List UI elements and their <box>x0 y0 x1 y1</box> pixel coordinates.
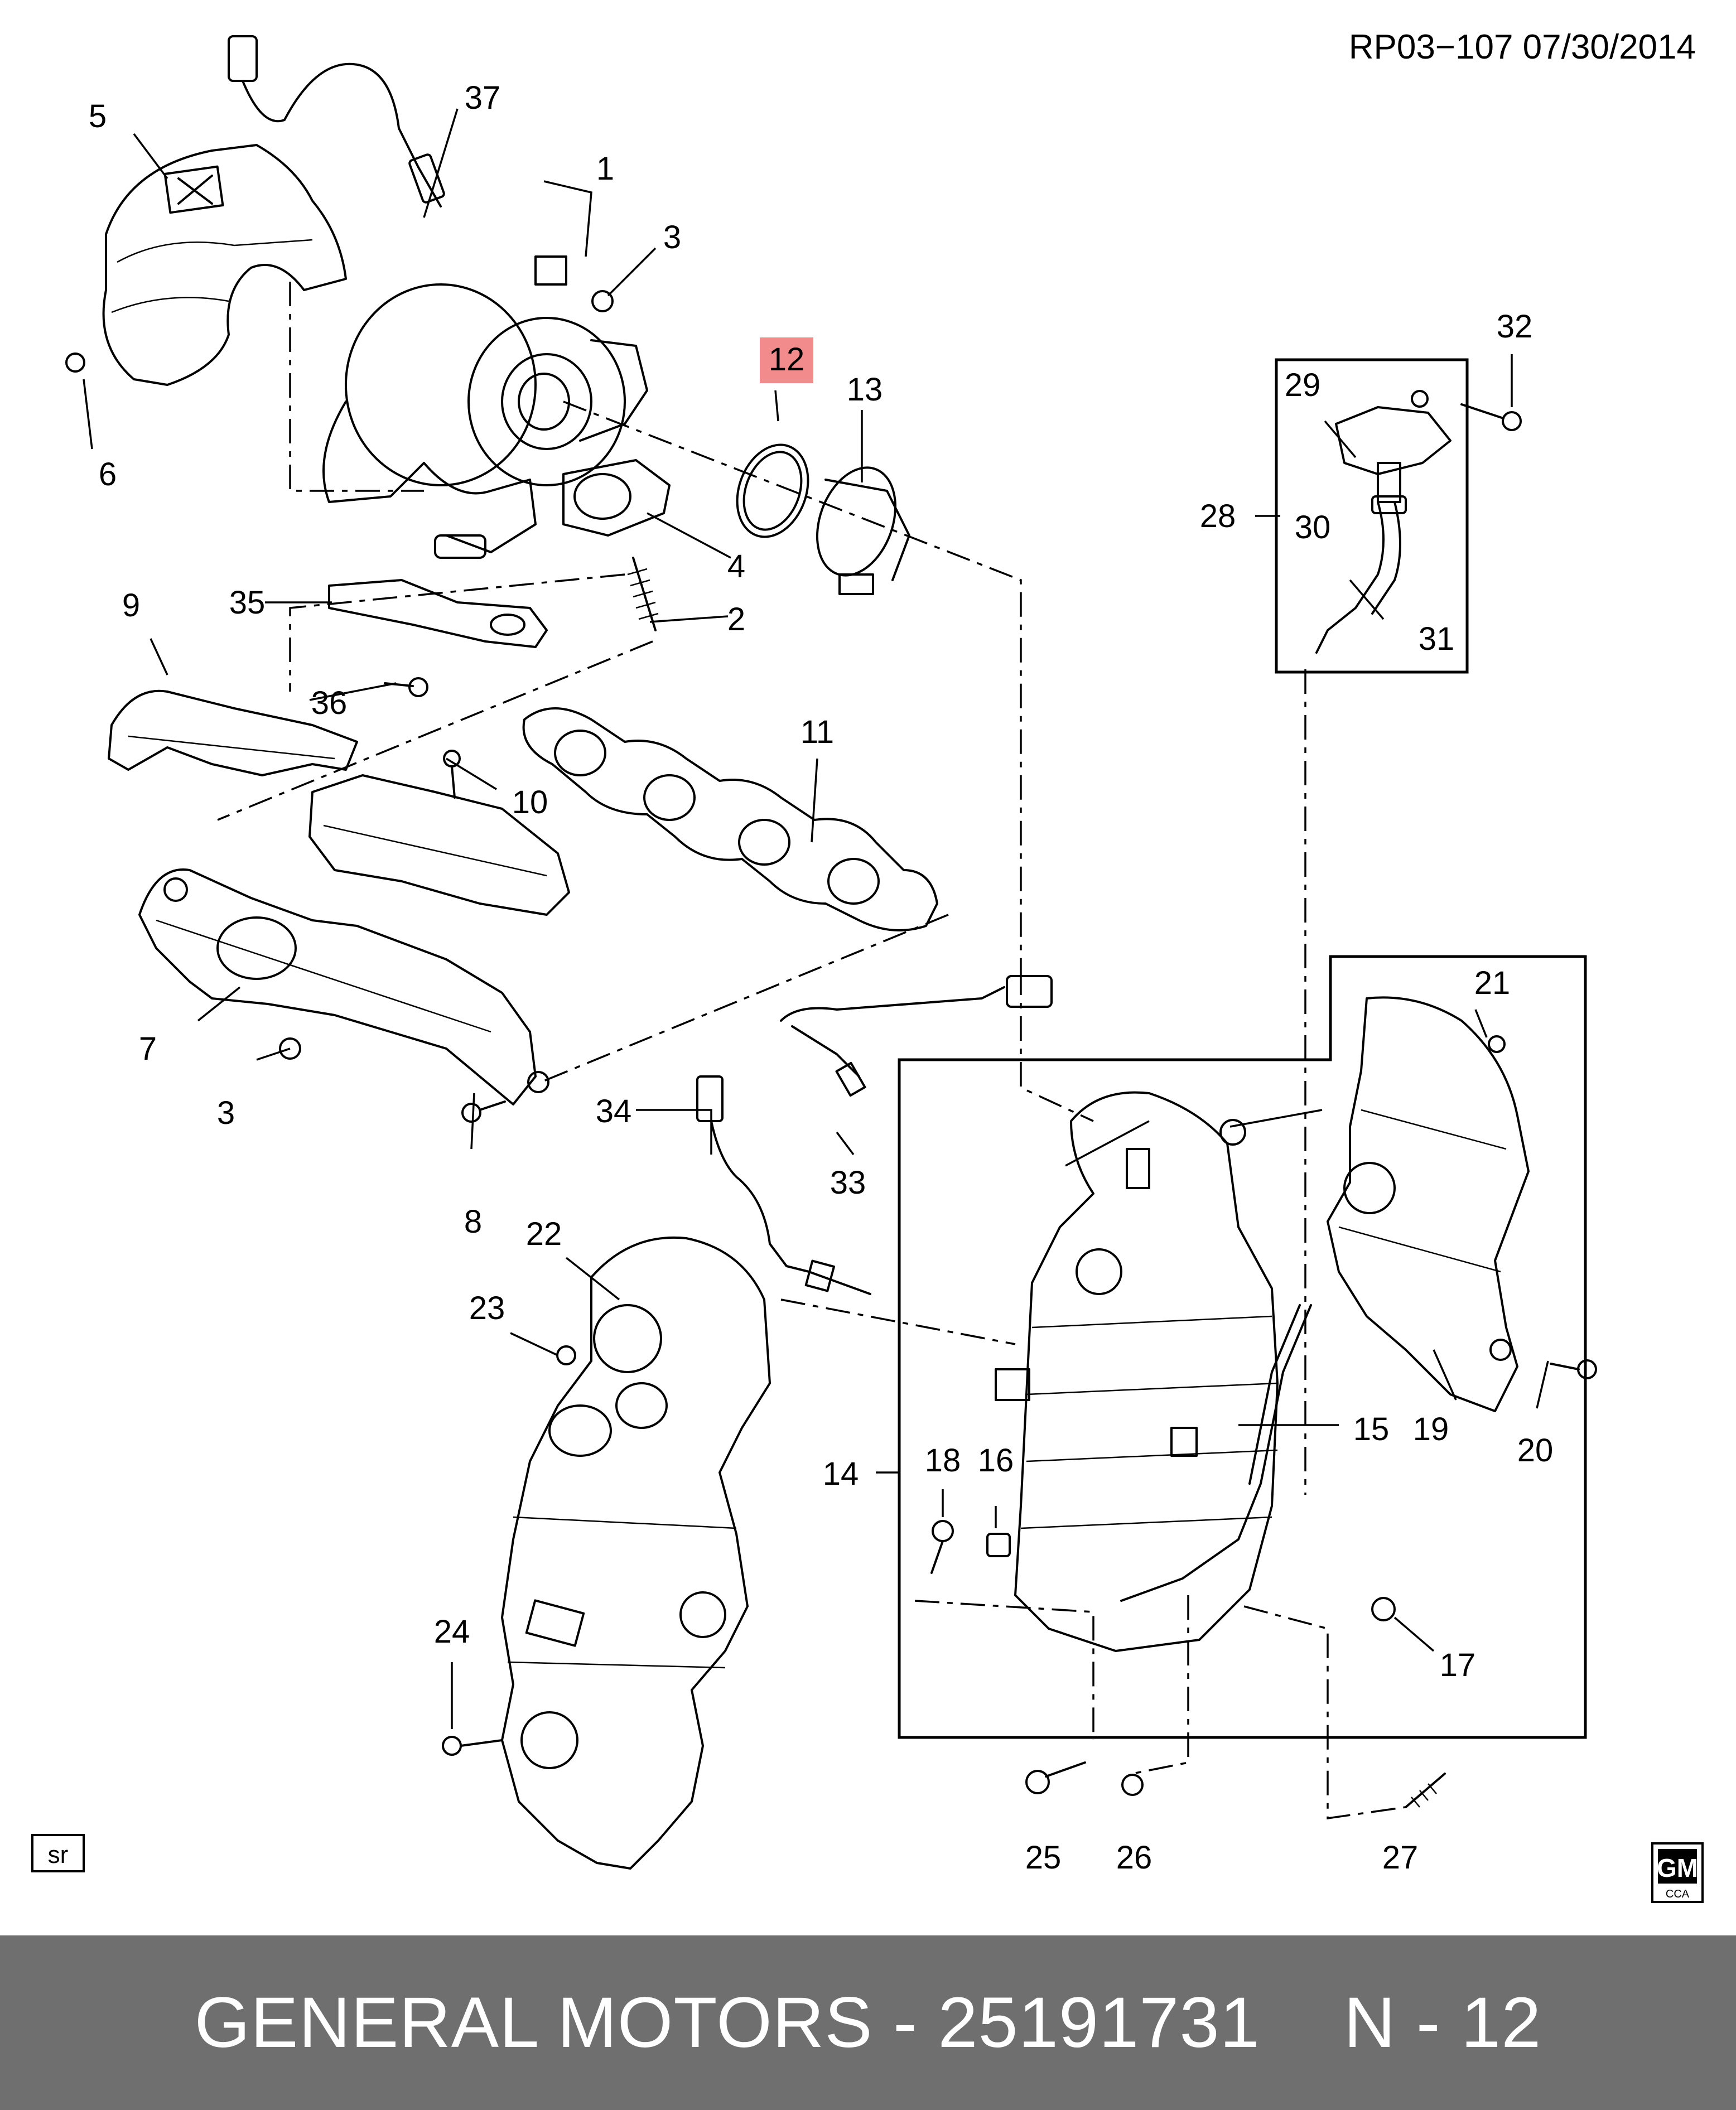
part-seal-ring-12 <box>736 443 809 538</box>
callout-24: 24 <box>434 1614 470 1650</box>
part-bolt-18 <box>930 1520 954 1574</box>
part-manifold-gasket-11 <box>522 707 938 931</box>
part-bolt-8 <box>461 1100 506 1123</box>
callout-32: 32 <box>1497 308 1533 345</box>
footer-text: GENERAL MOTORS - 25191731 N - 12 <box>0 1935 1736 2110</box>
part-turbocharger-1 <box>322 255 648 559</box>
callout-2: 2 <box>727 601 745 638</box>
callout-10: 10 <box>512 784 548 820</box>
assembly-dash-lines <box>217 282 1406 1820</box>
part-heat-shield-5 <box>65 144 347 386</box>
part-clamp-13 <box>816 466 910 595</box>
footer-page-ref: N - 12 <box>1343 1983 1542 2063</box>
callout-12: 12 <box>769 341 805 378</box>
part-nut-17 <box>1371 1597 1396 1621</box>
part-bolt-24 <box>442 1736 503 1756</box>
part-bolt-20 <box>1550 1359 1597 1379</box>
parts-diagram: RP03−107 07/30/2014 <box>31 28 1704 1903</box>
part-oxygen-sensor-37 <box>228 35 445 207</box>
part-bracket-35 <box>328 579 548 648</box>
part-exhaust-manifold-7 <box>138 868 549 1105</box>
callout-23: 23 <box>469 1290 505 1326</box>
callout-25: 25 <box>1025 1839 1062 1876</box>
callout-1: 1 <box>596 151 614 187</box>
callout-3: 3 <box>663 219 681 255</box>
part-pressure-pipe-15 <box>1120 1304 1312 1602</box>
part-heat-shield-22 <box>501 1236 771 1870</box>
callout-34: 34 <box>596 1093 632 1129</box>
callout-22: 22 <box>526 1216 562 1252</box>
callout-27: 27 <box>1382 1839 1419 1876</box>
part-oxygen-sensor-33 <box>780 975 1053 1097</box>
callout-11: 11 <box>801 714 834 750</box>
callout-13: 13 <box>847 371 883 408</box>
callout-28: 28 <box>1200 498 1236 534</box>
part-upper-heat-shield-10 <box>308 750 570 916</box>
part-catalytic-converter-14 <box>995 1091 1279 1652</box>
gm-logo-text: GM <box>1657 1853 1698 1882</box>
callout-15: 15 <box>1353 1411 1390 1447</box>
part-nut-21 <box>1488 1035 1506 1053</box>
part-pressure-sensor-29 <box>1335 390 1452 503</box>
callout-highlight <box>760 337 813 383</box>
callout-37: 37 <box>465 80 501 116</box>
callout-20: 20 <box>1517 1432 1554 1469</box>
part-nut-26 <box>1121 1774 1144 1796</box>
callout-labels: 1 2 3 3 4 5 6 7 8 9 10 11 12 13 14 15 16… <box>89 80 1553 1876</box>
callout-18: 18 <box>925 1442 961 1479</box>
kit-box-28 <box>1275 358 1469 674</box>
diagram-reference: RP03−107 07/30/2014 <box>1349 28 1696 66</box>
part-bolt-36 <box>384 677 428 697</box>
callout-36: 36 <box>311 685 348 721</box>
callout-35: 35 <box>229 585 266 621</box>
callout-3b: 3 <box>217 1095 235 1131</box>
corner-badge-text: sr <box>48 1841 69 1868</box>
callout-16: 16 <box>978 1442 1014 1479</box>
callout-7: 7 <box>139 1031 157 1067</box>
gm-logo-subtext: CCA <box>1666 1888 1690 1900</box>
assembly-box-14 <box>898 955 1587 1739</box>
part-bolt-25 <box>1025 1761 1086 1794</box>
callout-14: 14 <box>823 1456 859 1492</box>
callout-8: 8 <box>464 1204 482 1240</box>
footer-bar: GENERAL MOTORS - 25191731 N - 12 <box>0 1935 1736 2110</box>
footer-part-number: 25191731 <box>938 1983 1260 2063</box>
footer-separator: - <box>872 1983 938 2063</box>
part-exhaust-shield-9 <box>108 689 358 776</box>
part-nut-23 <box>556 1345 576 1365</box>
callout-21: 21 <box>1474 965 1511 1001</box>
part-gasket-4 <box>562 459 671 537</box>
callout-30: 30 <box>1295 509 1331 545</box>
callout-6: 6 <box>99 456 117 493</box>
callout-4: 4 <box>727 548 745 585</box>
part-heat-shield-19 <box>1327 996 1530 1412</box>
callout-19: 19 <box>1413 1411 1449 1447</box>
callout-31: 31 <box>1419 621 1455 657</box>
part-nut-3 <box>279 1037 301 1060</box>
callout-33: 33 <box>830 1165 866 1201</box>
callout-17: 17 <box>1440 1647 1476 1683</box>
part-oxygen-sensor-34 <box>696 1075 871 1295</box>
part-stud-2 <box>627 557 659 631</box>
part-nut-16 <box>986 1533 1011 1557</box>
gm-logo: GM CCA <box>1651 1842 1704 1903</box>
part-stud-27 <box>1405 1773 1446 1808</box>
footer-brand: GENERAL MOTORS <box>194 1983 873 2063</box>
callout-29: 29 <box>1285 367 1321 403</box>
leader-lines <box>83 108 1549 1729</box>
callout-9: 9 <box>122 587 140 624</box>
callout-5: 5 <box>89 98 107 134</box>
callout-26: 26 <box>1116 1839 1152 1876</box>
part-bolt-32 <box>1460 403 1522 431</box>
part-hose-30 <box>1315 495 1407 654</box>
corner-badge: sr <box>31 1834 85 1872</box>
